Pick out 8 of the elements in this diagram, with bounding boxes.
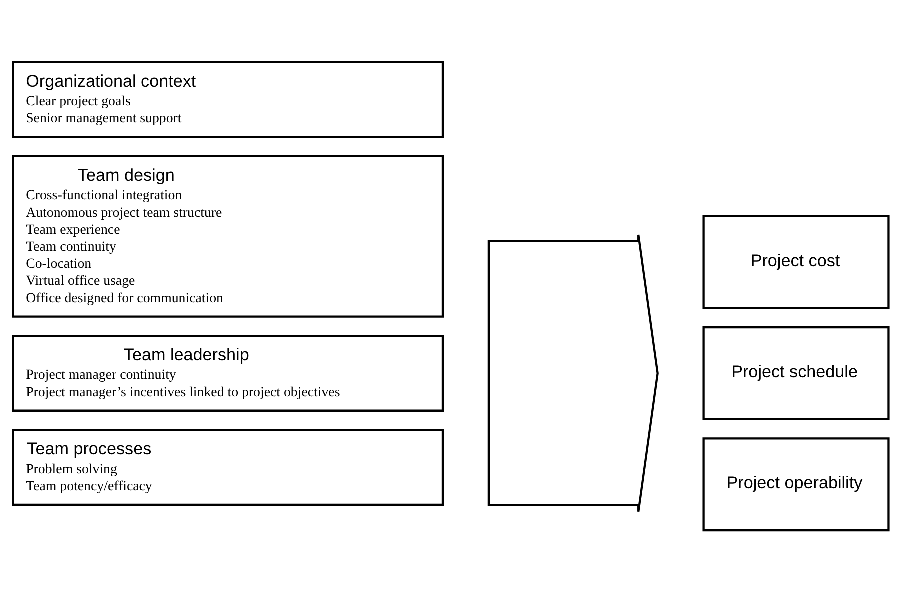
node-box: Project schedule xyxy=(702,326,890,420)
node-box: Project cost xyxy=(702,214,890,309)
node-arrow xyxy=(487,233,658,512)
node-box: Project operability xyxy=(702,437,890,532)
node-box: Team leadership Project manager continuity Project manager’s incentives linked to project objectives xyxy=(12,334,444,412)
node-box: Organizational context Clear project goals Senior management support xyxy=(12,60,444,138)
node-box: Team processes Problem solving Team potency/efficacy xyxy=(12,428,444,506)
node-box: Team design Cross-functional integration Autonomous project team structure Team experience Team continuity Co-location Virtual office usage Office designed for communication xyxy=(12,154,444,318)
